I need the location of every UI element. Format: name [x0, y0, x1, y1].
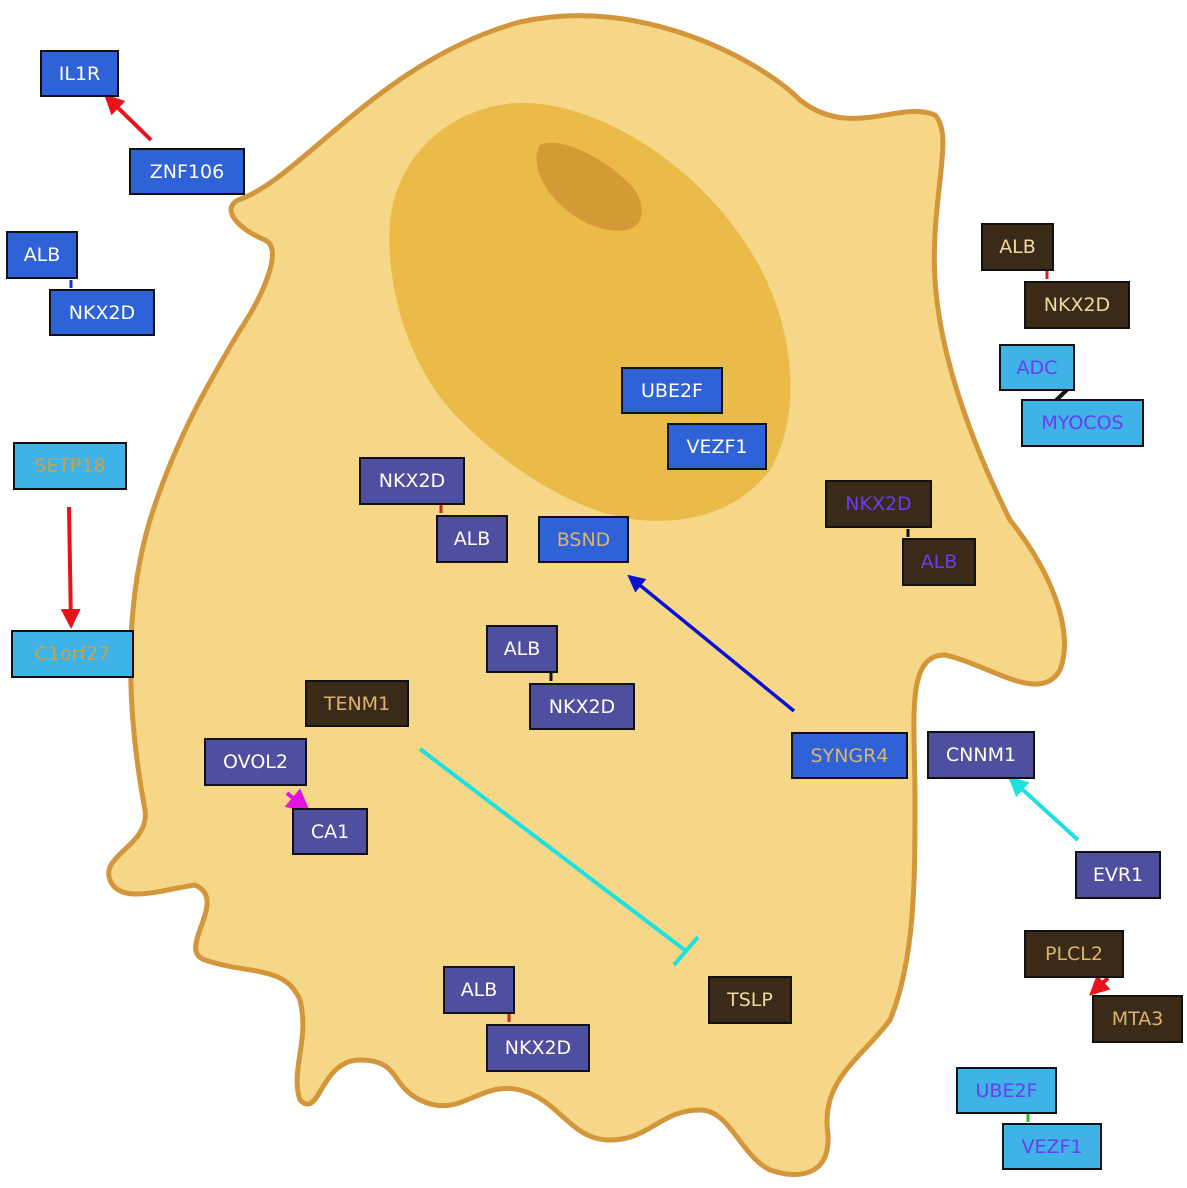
edge-tenm1-tslp[interactable]: [418, 747, 688, 953]
node-nkx2d-g[interactable]: NKX2D: [825, 480, 932, 528]
node-plcl2[interactable]: PLCL2: [1024, 930, 1124, 978]
node-ube2f-a[interactable]: UBE2F: [621, 367, 723, 414]
node-vezf1-b[interactable]: VEZF1: [1002, 1123, 1102, 1170]
node-nkx2d-c[interactable]: NKX2D: [529, 683, 635, 730]
node-vezf1-a[interactable]: VEZF1: [667, 423, 767, 470]
nucleolus: [536, 142, 642, 231]
node-nkx2d-e[interactable]: NKX2D: [486, 1024, 590, 1072]
nucleus: [389, 102, 791, 521]
edge-syngr4-bsnd[interactable]: [627, 574, 796, 713]
edge-mta3-plcl2[interactable]: [1089, 974, 1111, 996]
node-label: CNNM1: [945, 744, 1017, 766]
node-label: IL1R: [58, 62, 101, 85]
node-label: TENM1: [323, 692, 391, 715]
node-nkx2d-f[interactable]: NKX2D: [1024, 281, 1130, 329]
node-label: NKX2D: [845, 493, 912, 515]
node-label: NKX2D: [68, 301, 136, 324]
node-syngr4[interactable]: SYNGR4: [791, 732, 908, 779]
node-label: NKX2D: [378, 470, 446, 492]
node-label: VEZF1: [1021, 1135, 1083, 1158]
node-label: BSND: [556, 528, 611, 551]
edge-ovol2-ca1[interactable]: [284, 788, 311, 814]
node-label: NKX2D: [1043, 294, 1111, 316]
node-label: UBE2F: [975, 1079, 1038, 1102]
node-evr1[interactable]: EVR1: [1075, 851, 1161, 899]
node-label: ALB: [503, 638, 541, 660]
node-bsnd[interactable]: BSND: [538, 516, 629, 563]
node-label: MYOCOS: [1041, 412, 1124, 434]
node-label: C1orf27: [34, 643, 111, 665]
node-label: TSLP: [727, 989, 773, 1011]
node-tslp[interactable]: TSLP: [708, 976, 792, 1024]
node-ca1[interactable]: CA1: [292, 808, 368, 855]
edge-tenm1-tslp-bar[interactable]: [672, 935, 700, 967]
node-alb-c[interactable]: ALB: [486, 625, 558, 673]
node-znf106[interactable]: ZNF106: [129, 148, 245, 195]
node-label: ALB: [453, 528, 491, 550]
node-nkx2d-a[interactable]: NKX2D: [49, 289, 155, 336]
node-label: SYNGR4: [810, 744, 889, 767]
node-alb-a[interactable]: ALB: [6, 231, 78, 279]
node-label: OVOL2: [223, 751, 288, 773]
cell-membrane: [106, 13, 1067, 1177]
node-label: SETP18: [34, 455, 106, 477]
node-label: MTA3: [1111, 1008, 1164, 1030]
node-label: ALB: [920, 551, 958, 573]
node-nkx2d-b[interactable]: NKX2D: [359, 457, 465, 505]
node-label: CA1: [310, 820, 350, 843]
node-tenm1[interactable]: TENM1: [305, 680, 409, 727]
node-myocos[interactable]: MYOCOS: [1021, 399, 1144, 447]
node-label: ALB: [460, 979, 498, 1001]
node-mta3[interactable]: MTA3: [1092, 995, 1183, 1043]
node-ube2f-b[interactable]: UBE2F: [956, 1067, 1057, 1114]
node-label: ALB: [999, 236, 1036, 258]
node-label: ADC: [1016, 356, 1058, 379]
edge-evr1-cnnm1[interactable]: [1008, 776, 1080, 842]
node-c1orf27[interactable]: C1orf27: [11, 630, 134, 678]
node-alb-e[interactable]: ALB: [443, 966, 515, 1014]
node-alb-g[interactable]: ALB: [902, 538, 976, 586]
node-label: UBE2F: [641, 379, 703, 402]
node-label: ALB: [23, 244, 61, 266]
node-label: EVR1: [1092, 864, 1144, 886]
node-label: ZNF106: [149, 160, 225, 183]
node-label: PLCL2: [1045, 943, 1103, 965]
node-alb-f[interactable]: ALB: [981, 223, 1054, 271]
node-ovol2[interactable]: OVOL2: [204, 738, 307, 786]
node-cnnm1[interactable]: CNNM1: [927, 731, 1035, 779]
node-alb-b[interactable]: ALB: [436, 515, 508, 563]
edge-znf106-il1r[interactable]: [104, 94, 153, 142]
node-label: NKX2D: [548, 695, 616, 718]
node-il1r[interactable]: IL1R: [40, 50, 119, 97]
node-adc[interactable]: ADC: [999, 344, 1075, 391]
node-label: VEZF1: [686, 435, 748, 458]
edge-setp18-c1orf27[interactable]: [60, 506, 81, 629]
node-setp18[interactable]: SETP18: [13, 442, 127, 490]
node-label: NKX2D: [504, 1037, 572, 1059]
